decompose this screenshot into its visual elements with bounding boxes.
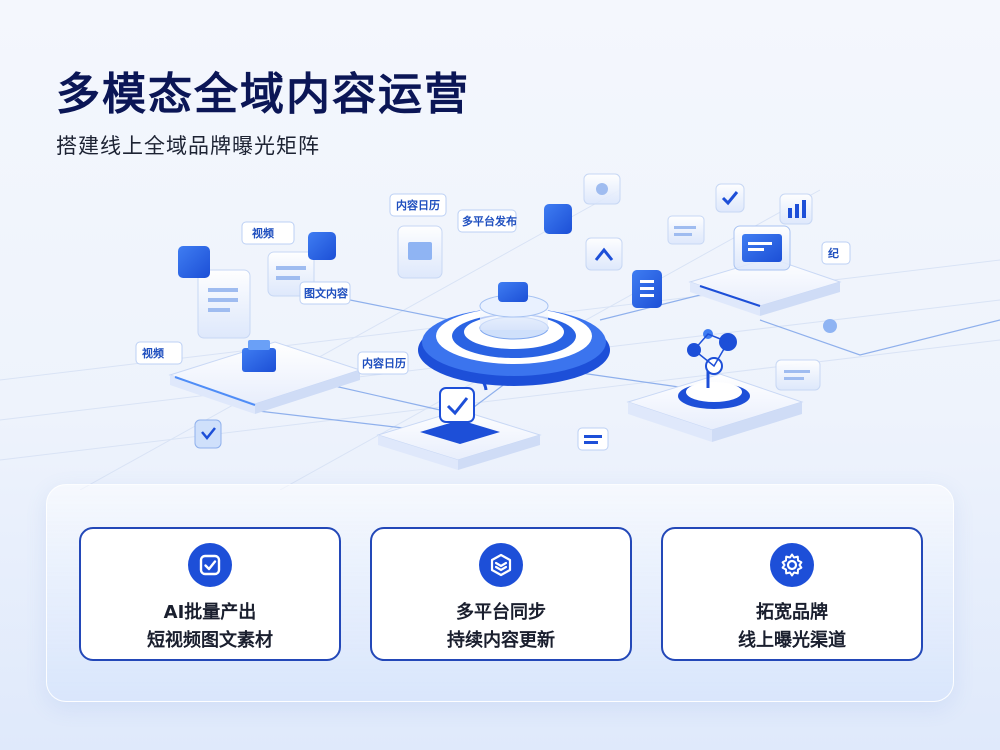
tag-multi-platform: 多平台发布 bbox=[457, 209, 517, 233]
layers-icon bbox=[479, 543, 523, 587]
platform-right-upper bbox=[688, 183, 842, 333]
tag-content-calendar-2: 内容日历 bbox=[357, 351, 409, 375]
feature-title: 拓宽品牌 bbox=[756, 602, 828, 623]
svg-text:内容日历: 内容日历 bbox=[362, 356, 406, 370]
svg-text:视频: 视频 bbox=[142, 346, 164, 360]
check-square-icon bbox=[188, 543, 232, 587]
platform-bottom-center bbox=[376, 372, 609, 470]
feature-card-brand-exposure: 拓宽品牌 线上曝光渠道 bbox=[661, 527, 923, 661]
central-hub bbox=[418, 282, 610, 386]
isometric-illustration: 视频 内容日历 多平台发布 图文内容 视频 内容日历 纪 bbox=[0, 173, 1000, 490]
feature-card-ai-batch: AI批量产出 短视频图文素材 bbox=[79, 527, 341, 661]
feature-title: 多平台同步 bbox=[456, 602, 546, 623]
feature-subtitle: 持续内容更新 bbox=[447, 630, 555, 651]
svg-text:多平台发布: 多平台发布 bbox=[462, 214, 517, 228]
feature-panel: AI批量产出 短视频图文素材 多平台同步 持续内容更新 拓宽品牌 线上曝光渠道 bbox=[46, 484, 954, 702]
tag-text: 视频 bbox=[252, 226, 274, 240]
tag-video-1: 视频 bbox=[241, 221, 295, 245]
tag-content-calendar-1: 内容日历 bbox=[389, 193, 447, 217]
tag-record: 纪 bbox=[821, 241, 851, 265]
floating-cards-middle bbox=[397, 173, 705, 308]
svg-text:图文内容: 图文内容 bbox=[304, 286, 348, 300]
feature-subtitle: 短视频图文素材 bbox=[147, 630, 273, 651]
tag-graphic-content: 图文内容 bbox=[299, 281, 351, 305]
feature-card-multi-platform: 多平台同步 持续内容更新 bbox=[370, 527, 632, 661]
page-title: 多模态全域内容运营 bbox=[56, 69, 470, 120]
platform-left bbox=[168, 340, 362, 414]
gear-icon bbox=[770, 543, 814, 587]
feature-subtitle: 线上曝光渠道 bbox=[738, 630, 846, 651]
tag-video-2: 视频 bbox=[135, 341, 183, 365]
platform-right-lower bbox=[626, 329, 821, 442]
svg-text:内容日历: 内容日历 bbox=[396, 198, 440, 212]
feature-title: AI批量产出 bbox=[163, 602, 257, 623]
svg-text:纪: 纪 bbox=[828, 246, 839, 260]
page-subtitle: 搭建线上全域品牌曝光矩阵 bbox=[56, 134, 320, 158]
